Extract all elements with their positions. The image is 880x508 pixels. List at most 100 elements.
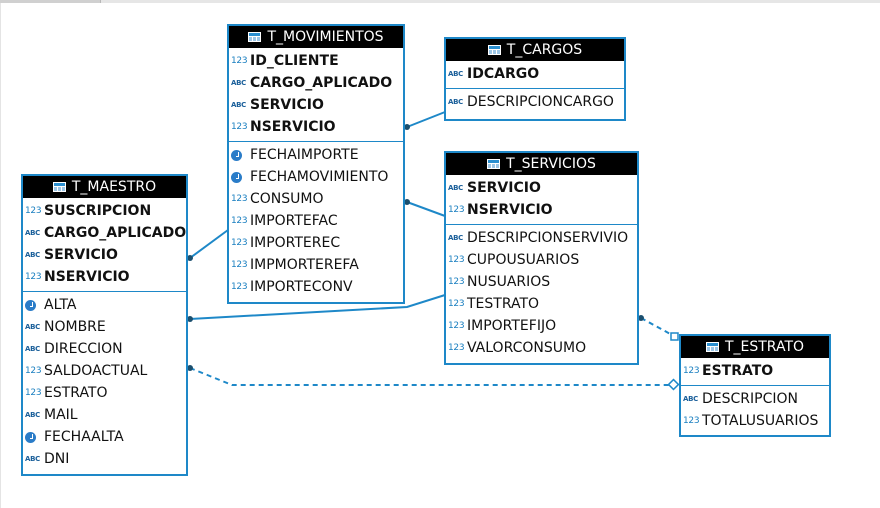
text-type-icon: ABC: [25, 345, 40, 353]
number-type-icon: 123: [25, 206, 42, 216]
clock-icon: [23, 431, 44, 443]
number-type-icon: 123: [448, 343, 465, 353]
link-movimientos-cargos: [406, 111, 446, 128]
attribute-name: SERVICIO: [467, 180, 541, 196]
entity-title: T_ESTRATO: [724, 339, 805, 355]
entity-title: T_SERVICIOS: [506, 156, 596, 172]
link-end-dot: [404, 124, 410, 130]
attribute-name: CONSUMO: [250, 191, 324, 207]
attribute-name: SERVICIO: [44, 247, 118, 263]
clock-icon: [229, 171, 250, 183]
attribute-row[interactable]: ALTA: [23, 294, 186, 316]
number-type-icon: 123: [25, 272, 42, 282]
text-type-icon: ABC: [448, 184, 463, 192]
text-type-icon: ABC: [683, 395, 698, 403]
number-type-icon: 123: [25, 388, 42, 398]
number-type-icon: 123: [448, 321, 465, 331]
number-type-icon: 123: [448, 299, 465, 309]
attribute-row[interactable]: ABC SERVICIO: [446, 177, 637, 199]
attribute-row[interactable]: FECHAMOVIMIENTO: [229, 166, 403, 188]
link-end-dot: [638, 315, 644, 321]
entity-header: T_MAESTRO: [23, 176, 186, 198]
number-type-icon: 123: [25, 366, 42, 376]
attribute-name: FECHAMOVIMIENTO: [250, 169, 389, 185]
attribute-name: IMPMORTEREFA: [250, 257, 359, 273]
entity-title: T_MAESTRO: [71, 179, 157, 195]
text-type-icon: ABC: [25, 455, 40, 463]
number-type-icon: 123: [683, 366, 700, 376]
editor-tab[interactable]: [0, 0, 101, 3]
text-type-icon: ABC: [231, 79, 246, 87]
link-end-dot: [187, 365, 193, 371]
attribute-name: ESTRATO: [702, 363, 774, 379]
table-icon: [487, 159, 501, 169]
number-type-icon: 123: [231, 260, 248, 270]
attribute-name: SUSCRIPCION: [44, 203, 152, 219]
left-border: [0, 3, 1, 508]
entity-title: T_CARGOS: [506, 42, 583, 58]
link-maestro-movimientos: [189, 229, 229, 259]
entity-header: T_ESTRATO: [681, 336, 829, 358]
attribute-name: NSERVICIO: [467, 202, 553, 218]
attribute-name: SALDOACTUAL: [44, 363, 148, 379]
table-icon: [248, 32, 262, 42]
link-end-dot: [187, 255, 193, 261]
attribute-name: DESCRIPCIONCARGO: [467, 94, 614, 110]
entity-header: T_MOVIMIENTOS: [229, 26, 403, 48]
attribute-row[interactable]: FECHAIMPORTE: [229, 144, 403, 166]
number-type-icon: 123: [231, 282, 248, 292]
table-icon: [52, 182, 66, 192]
attribute-name: DIRECCION: [44, 341, 123, 357]
attribute-name: NSERVICIO: [44, 269, 130, 285]
link-end-diamond: [670, 332, 679, 341]
attribute-row[interactable]: FECHAALTA: [23, 426, 186, 448]
attribute-name: CARGO_APLICADO: [44, 225, 187, 241]
clock-icon: [229, 149, 250, 161]
attribute-row[interactable]: ABC DIRECCION: [23, 338, 186, 360]
number-type-icon: 123: [448, 255, 465, 265]
attribute-name: TOTALUSUARIOS: [702, 413, 819, 429]
clock-icon: [23, 299, 44, 311]
attribute-name: TESTRATO: [467, 296, 540, 312]
attribute-name: IMPORTECONV: [250, 279, 353, 295]
